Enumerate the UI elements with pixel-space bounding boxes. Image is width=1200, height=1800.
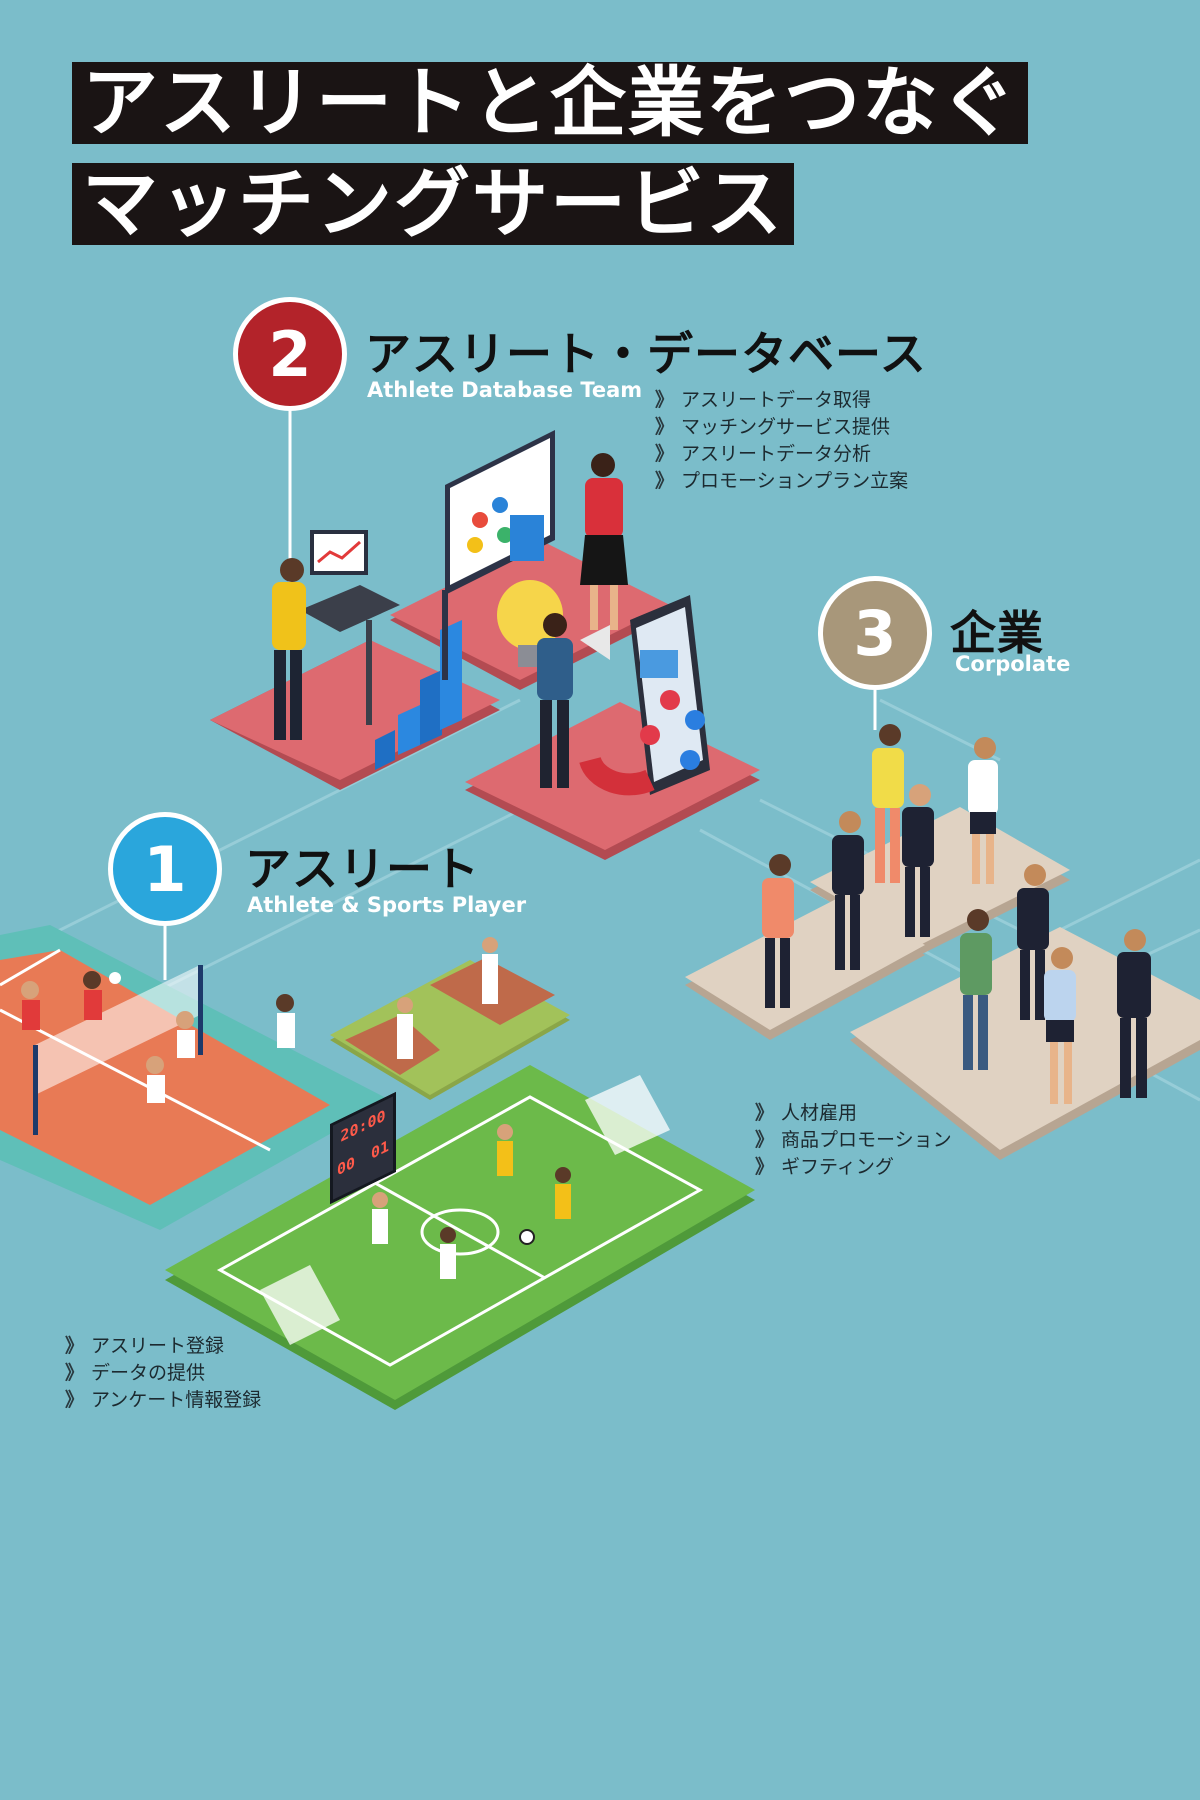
page-title-line-1: アスリートと企業をつなぐ — [72, 62, 1028, 144]
section-item-text: ギフティング — [781, 1156, 894, 1178]
section-3-item-list: 》人材雇用》商品プロモーション》ギフティング — [755, 1100, 952, 1181]
section-3-title: 企業 — [950, 606, 1044, 660]
smartphone-icon — [630, 595, 710, 795]
section-item-text: アスリートデータ取得 — [681, 389, 872, 411]
scoreboard-home: 00 — [337, 1152, 356, 1180]
section-2-item-list: 》アスリートデータ取得》マッチングサービス提供》アスリートデータ分析》プロモーシ… — [655, 387, 908, 495]
bullet-chevron-icon: 》 — [65, 1335, 84, 1357]
section-3-badge: 3 — [818, 576, 932, 690]
soccer-ball-icon — [519, 1229, 535, 1245]
bullet-chevron-icon: 》 — [65, 1389, 84, 1411]
baseball-field-icon — [330, 937, 570, 1100]
whiteboard-icon — [442, 430, 555, 680]
section-item-text: アンケート情報登録 — [91, 1389, 262, 1411]
section-2-item: 》マッチングサービス提供 — [655, 414, 908, 441]
bullet-chevron-icon: 》 — [655, 443, 674, 465]
bullet-chevron-icon: 》 — [755, 1129, 774, 1151]
section-2-item: 》プロモーションプラン立案 — [655, 468, 908, 495]
marketer-person-icon — [537, 613, 610, 788]
bullet-chevron-icon: 》 — [755, 1102, 774, 1124]
section-1-item: 》アンケート情報登録 — [65, 1387, 261, 1414]
volleyball-icon — [109, 972, 121, 984]
section-1-title: アスリート — [245, 842, 480, 896]
analyst-person-icon — [272, 558, 306, 740]
section-2-badge: 2 — [233, 297, 347, 411]
section-item-text: データの提供 — [91, 1362, 206, 1384]
bullet-chevron-icon: 》 — [655, 416, 674, 438]
soccer-pitch-icon — [165, 1065, 755, 1410]
section-1-item: 》データの提供 — [65, 1360, 261, 1387]
section-item-text: 商品プロモーション — [781, 1129, 952, 1151]
section-1-subtitle: Athlete & Sports Player — [247, 893, 527, 917]
section-2-item: 》アスリートデータ分析 — [655, 441, 908, 468]
scoreboard-away: 01 — [370, 1136, 389, 1164]
section-3-item: 》人材雇用 — [755, 1100, 952, 1127]
section-item-text: プロモーションプラン立案 — [681, 470, 909, 492]
section-item-text: 人材雇用 — [781, 1102, 858, 1124]
section-3-item: 》ギフティング — [755, 1154, 952, 1181]
bullet-chevron-icon: 》 — [65, 1362, 84, 1384]
presenter-person-icon — [580, 453, 628, 630]
section-1-item: 》アスリート登録 — [65, 1333, 261, 1360]
computer-desk-icon — [300, 530, 400, 725]
section-item-text: マッチングサービス提供 — [681, 416, 891, 438]
section-item-text: アスリートデータ分析 — [681, 443, 872, 465]
page-title-line-2: マッチングサービス — [72, 163, 794, 245]
volleyball-players-icon — [21, 971, 295, 1103]
section-2-title: アスリート・データベース — [365, 327, 927, 381]
section-2-subtitle: Athlete Database Team — [367, 378, 643, 402]
bullet-chevron-icon: 》 — [655, 389, 674, 411]
bullet-chevron-icon: 》 — [755, 1156, 774, 1178]
bullet-chevron-icon: 》 — [655, 470, 674, 492]
section-3-subtitle: Corpolate — [955, 652, 1071, 676]
corporate-platforms — [685, 807, 1200, 1160]
magnet-icon — [579, 756, 655, 796]
section-3-item: 》商品プロモーション — [755, 1127, 952, 1154]
section-2-item: 》アスリートデータ取得 — [655, 387, 908, 414]
business-people-icon — [762, 724, 1151, 1104]
bar-chart-icon — [375, 620, 462, 770]
section-1-badge: 1 — [108, 812, 222, 926]
section-1-item-list: 》アスリート登録》データの提供》アンケート情報登録 — [65, 1333, 261, 1414]
section-item-text: アスリート登録 — [91, 1335, 225, 1357]
